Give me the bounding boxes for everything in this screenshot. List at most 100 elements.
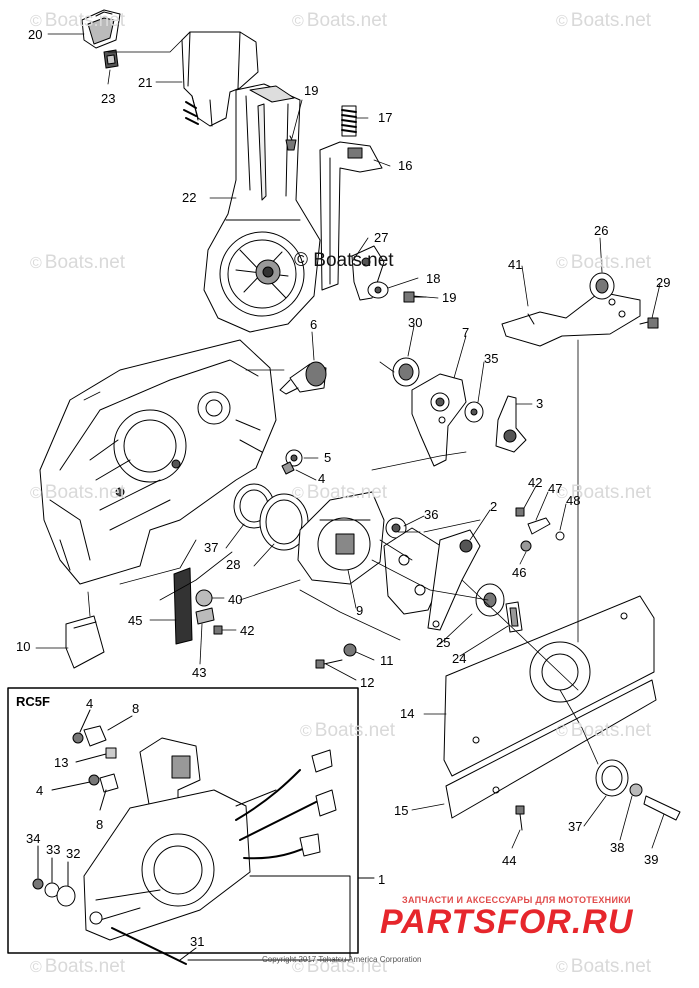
part-42-screw xyxy=(515,507,525,517)
part-48-pin xyxy=(555,531,565,541)
part-3-link xyxy=(495,395,527,453)
callout-4: 4 xyxy=(86,696,94,711)
brand-logo: PARTSFOR.RU xyxy=(380,903,634,941)
callout-32: 32 xyxy=(66,846,81,861)
callout-42: 42 xyxy=(240,623,255,638)
part-40-cap xyxy=(195,589,213,607)
part-30-ring xyxy=(392,357,420,387)
watermark: ©Boats.net xyxy=(292,10,388,31)
part-38-washer xyxy=(629,783,643,797)
part-22-lever-arm xyxy=(203,83,321,333)
callout-17: 17 xyxy=(378,110,393,125)
callout-44: 44 xyxy=(502,853,517,868)
part-36-bushing xyxy=(385,517,407,539)
callout-36: 36 xyxy=(424,507,439,522)
watermark: ©Boats.net xyxy=(556,252,652,273)
watermark: ©Boats.net xyxy=(556,720,652,741)
callout-9: 9 xyxy=(356,603,364,618)
watermark: ©Boats.net xyxy=(556,956,652,977)
callout-20: 20 xyxy=(28,27,43,42)
part-42-screw-lower xyxy=(213,625,223,635)
callout-19: 19 xyxy=(304,83,319,98)
part-4-clip xyxy=(281,461,295,475)
callout-19: 19 xyxy=(442,290,457,305)
callout-39: 39 xyxy=(644,852,659,867)
part-21-grip-cover xyxy=(181,31,259,127)
callout-13: 13 xyxy=(54,755,69,770)
callout-4: 4 xyxy=(36,783,44,798)
watermark: ©Boats.net xyxy=(30,252,126,273)
part-41-lever xyxy=(501,291,641,347)
watermark: ©Boats.net xyxy=(556,482,652,503)
watermark: ©Boats.net xyxy=(556,10,652,31)
callout-21: 21 xyxy=(138,75,153,90)
callout-40: 40 xyxy=(228,592,243,607)
callout-11: 11 xyxy=(380,653,394,668)
callout-37: 37 xyxy=(568,819,583,834)
callout-31: 31 xyxy=(190,934,205,949)
part-2-lever-plate xyxy=(383,527,481,631)
callout-14: 14 xyxy=(400,706,415,721)
part-43-block xyxy=(195,607,215,625)
part-26-bushing xyxy=(589,272,615,300)
watermark: ©Boats.net xyxy=(30,10,126,31)
part-39-bolt xyxy=(643,795,681,821)
part-9-drum xyxy=(297,491,385,585)
callout-30: 30 xyxy=(408,315,423,330)
callout-22: 22 xyxy=(182,190,197,205)
callout-29: 29 xyxy=(656,275,671,290)
callout-48: 48 xyxy=(566,493,581,508)
callout-18: 18 xyxy=(426,271,441,286)
callout-16: 16 xyxy=(398,158,413,173)
callout-37: 37 xyxy=(204,540,219,555)
part-10-cover xyxy=(65,615,105,669)
callout-38: 38 xyxy=(610,840,625,855)
brand-tagline: ЗАПЧАСТИ И АКСЕССУАРЫ ДЛЯ МОТОТЕХНИКИ xyxy=(402,895,631,905)
part-16-bracket xyxy=(319,141,383,291)
part-35-washer xyxy=(464,401,484,423)
watermark: ©Boats.net xyxy=(300,720,396,741)
part-29-screw xyxy=(639,317,659,329)
part-24-spacer xyxy=(505,601,523,633)
part-46-roller xyxy=(520,540,532,552)
callout-34: 34 xyxy=(26,831,41,846)
part-7-cam xyxy=(411,373,467,467)
callout-5: 5 xyxy=(324,450,332,465)
callout-26: 26 xyxy=(594,223,609,238)
callout-8: 8 xyxy=(132,701,140,716)
part-12-bolt xyxy=(315,659,343,669)
part-37-seal-right xyxy=(595,759,629,797)
part-45-strip xyxy=(173,567,193,645)
part-23-pad xyxy=(103,49,119,69)
callout-1: 1 xyxy=(378,872,386,887)
part-25-cam xyxy=(475,583,505,617)
part-27-plate xyxy=(351,245,385,301)
callout-47: 47 xyxy=(548,481,563,496)
part-47-spring xyxy=(527,517,551,535)
callout-28: 28 xyxy=(226,557,241,572)
watermark: ©Boats.net xyxy=(292,956,388,977)
callout-3: 3 xyxy=(536,396,544,411)
callout-46: 46 xyxy=(512,565,527,580)
callout-25: 25 xyxy=(436,635,451,650)
callout-45: 45 xyxy=(128,613,143,628)
callout-12: 12 xyxy=(360,675,375,690)
part-15-side-strip xyxy=(445,679,657,819)
callout-35: 35 xyxy=(484,351,499,366)
callout-43: 43 xyxy=(192,665,207,680)
watermark: ©Boats.net xyxy=(30,956,126,977)
control-box-housing xyxy=(39,339,277,585)
copyright-notice: Copyright 2017 Tohatsu America Corporati… xyxy=(262,955,422,964)
part-20-clip xyxy=(81,9,121,49)
part-19-screw-top xyxy=(285,135,297,151)
callout-42: 42 xyxy=(528,475,543,490)
inset-title: RC5F xyxy=(16,694,50,709)
part-44-screw xyxy=(515,805,525,831)
callout-7: 7 xyxy=(462,325,470,340)
part-18-washer xyxy=(367,281,389,299)
watermark: ©Boats.net xyxy=(30,482,126,503)
callout-10: 10 xyxy=(16,639,31,654)
part-17-spring xyxy=(341,105,357,137)
callout-27: 27 xyxy=(374,230,389,245)
